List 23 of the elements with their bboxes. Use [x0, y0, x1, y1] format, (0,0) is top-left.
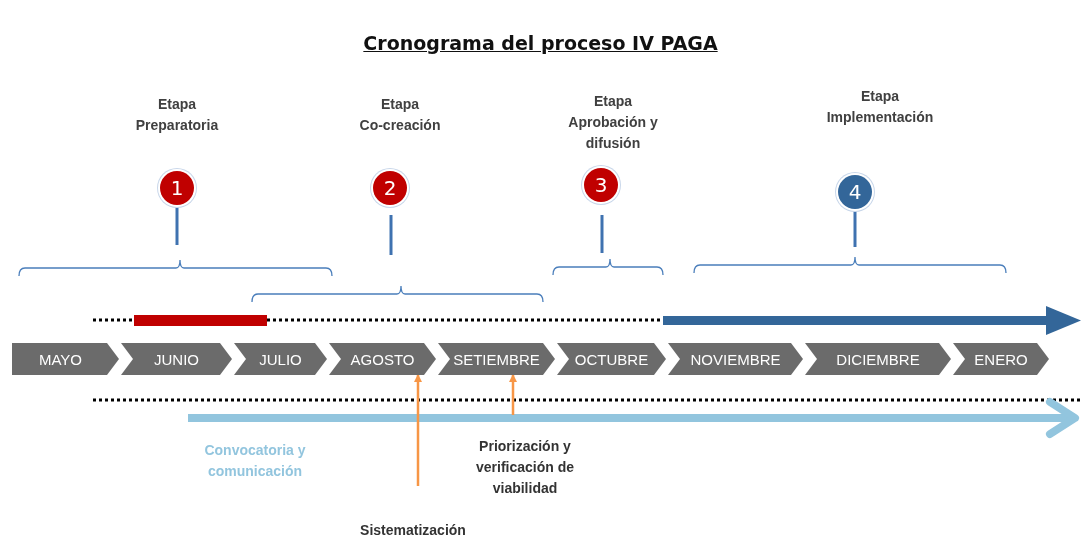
- month-segment: OCTUBRE: [557, 343, 666, 375]
- month-segment: AGOSTO: [329, 343, 436, 375]
- milestone-label: Sistematización: [359, 521, 467, 538]
- stage-label: Etapa Preparatoria: [134, 95, 220, 135]
- month-segment: MAYO: [12, 343, 119, 375]
- month-segment: NOVIEMBRE: [668, 343, 803, 375]
- stage-number-circle: 2: [373, 171, 407, 205]
- arrow: [414, 374, 422, 486]
- timeline-label: Convocatoria y comunicación: [203, 441, 307, 481]
- month-segment: JUNIO: [121, 343, 232, 375]
- milestone-label: Priorización y verificación de viabilidad: [474, 437, 575, 498]
- stage-number-circle: 4: [838, 175, 872, 209]
- stage-number-circle: 3: [584, 168, 618, 202]
- title: Cronograma del proceso IV PAGA: [362, 32, 719, 54]
- stage-label: Etapa Co-creación: [358, 95, 442, 135]
- stage-label: Etapa Aprobación y difusión: [567, 92, 659, 153]
- stage-number-circle: 1: [160, 171, 194, 205]
- month-segment: ENERO: [953, 343, 1049, 375]
- month-segment: DICIEMBRE: [805, 343, 951, 375]
- arrow: [509, 374, 517, 415]
- month-segment: SETIEMBRE: [438, 343, 555, 375]
- stage-label: Etapa Implementación: [825, 87, 935, 127]
- month-segment: JULIO: [234, 343, 327, 375]
